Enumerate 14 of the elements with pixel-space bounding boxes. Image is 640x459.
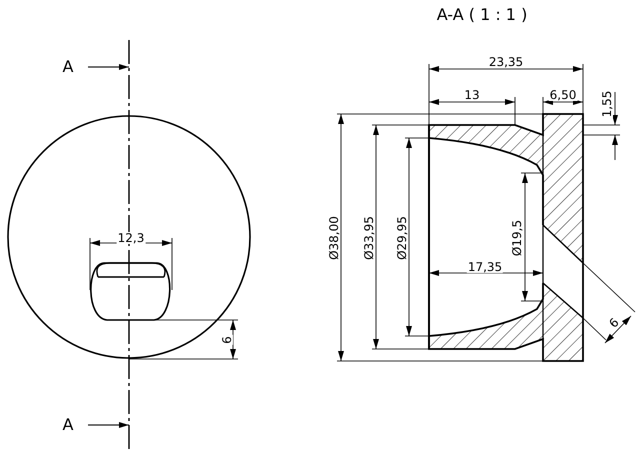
section-label: A [62, 59, 74, 75]
dimension-text: 12,3 [116, 232, 146, 244]
dimension-text: Ø19,5 [511, 218, 523, 258]
dimension-text: Ø33,95 [363, 215, 375, 261]
dimension-text: 6,50 [548, 89, 578, 101]
section-label: A [62, 417, 74, 433]
dimension-text: 13 [463, 89, 481, 101]
dimension-text: 1,55 [601, 90, 613, 118]
dimension-text: 17,35 [466, 261, 504, 273]
dimension-text: 6 [221, 335, 233, 345]
dimension-text: 23,35 [488, 56, 524, 68]
dimension-text: Ø38,00 [328, 215, 340, 261]
dimension-text: Ø29,95 [396, 215, 408, 261]
view-title: A-A ( 1 : 1 ) [436, 7, 528, 23]
